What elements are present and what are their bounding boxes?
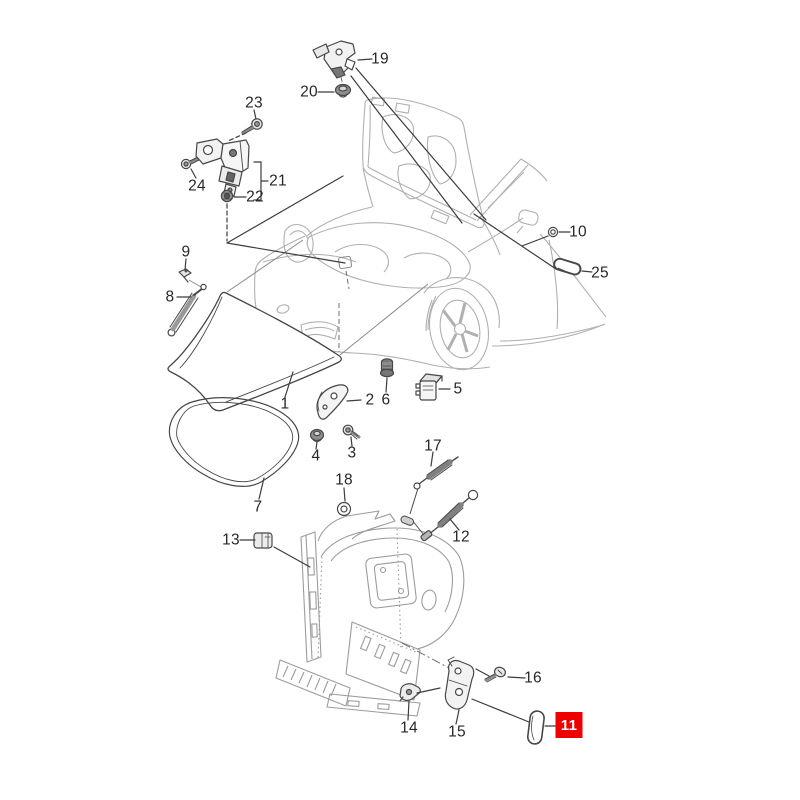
- part-label-21: 21: [269, 172, 287, 190]
- part-glyphs: [167, 40, 582, 745]
- part-label-13: 13: [222, 531, 240, 549]
- leader-line-part-24: [190, 168, 197, 179]
- leader-line-part-19: [350, 75, 463, 224]
- leader-line-part-6: [385, 377, 388, 393]
- part-10-ring-glyph: [547, 226, 559, 238]
- trunk-lid-drawing: [362, 96, 501, 256]
- leader-line-part-19: [357, 58, 373, 61]
- dashed-alignment-lines: [338, 76, 350, 352]
- part-label-25: 25: [591, 264, 609, 282]
- part-label-2: 2: [365, 391, 375, 409]
- part-label-15: 15: [448, 723, 466, 741]
- leader-line-part-2: [346, 399, 362, 402]
- leader-line-part-7: [258, 477, 265, 500]
- part-label-3: 3: [347, 444, 357, 462]
- part-label-22: 22: [246, 188, 264, 206]
- leader-line-part-16: [507, 676, 526, 679]
- part-25-pad-glyph: [553, 257, 582, 276]
- part-label-20: 20: [300, 83, 318, 101]
- part-label-18: 18: [335, 471, 353, 489]
- leader-line-part-18: [343, 487, 346, 502]
- part-label-23: 23: [245, 94, 263, 112]
- part-13-clip-glyph: [253, 532, 273, 549]
- part-18-grommet-glyph: [336, 501, 352, 517]
- part-15-bracket-glyph: [444, 656, 475, 710]
- part-23-bolt-glyph: [241, 118, 263, 135]
- leader-line-part-12: [449, 518, 460, 531]
- part-17-cable-glyph: [413, 456, 459, 490]
- part-6-buffer-glyph: [379, 358, 395, 378]
- part-22-nut-glyph: [220, 189, 234, 203]
- part-label-9: 9: [181, 243, 191, 261]
- part-16-bolt-glyph: [484, 666, 507, 683]
- part-label-8: 8: [165, 288, 175, 306]
- part-12-cable-glyph: [420, 489, 479, 542]
- part-14-clip-glyph: [399, 683, 421, 702]
- part-label-7: 7: [253, 498, 263, 516]
- leader-line-part-25: [581, 270, 593, 273]
- leader-line-part-10: [521, 235, 549, 247]
- part-1-hood-glyph: [167, 291, 342, 412]
- part-8-strut-glyph: [167, 283, 207, 337]
- leader-line-part-9: [184, 258, 187, 271]
- leader-line-part-21: [226, 242, 346, 264]
- body-structure-drawing: [275, 510, 465, 717]
- leader-line-part-15: [471, 698, 530, 723]
- part-label-12: 12: [452, 528, 470, 546]
- part-label-16: 16: [524, 669, 542, 687]
- dash-dot-line: [401, 642, 452, 670]
- part-2-bracket-glyph: [316, 384, 349, 420]
- leader-line-part-21: [226, 175, 344, 244]
- leader-line-part-14: [416, 687, 441, 694]
- leader-line-part-16: [475, 668, 490, 677]
- leader-line-part-17: [430, 451, 434, 467]
- leader-line-part-3: [350, 436, 353, 447]
- front-wheel-drawing: [425, 287, 489, 371]
- part-20-grommet-glyph: [334, 83, 352, 98]
- alignment-lines: [188, 239, 429, 356]
- part-label-1: 1: [280, 395, 290, 413]
- cable-connector-lines: [400, 484, 425, 536]
- part-label-14: 14: [400, 719, 418, 737]
- part-7-seal-glyph: [168, 397, 300, 487]
- part-label-6: 6: [381, 391, 391, 409]
- leader-line-part-25: [473, 213, 557, 270]
- part-label-17: 17: [424, 437, 442, 455]
- part-5-box-glyph: [415, 373, 443, 401]
- part-4-grommet-glyph: [309, 428, 325, 442]
- leader-line-part-15: [455, 709, 460, 725]
- part-3-bolt-glyph: [342, 424, 361, 440]
- part-label-5: 5: [453, 380, 463, 398]
- part-label-24: 24: [188, 177, 206, 195]
- leader-line-part-23: [227, 132, 247, 142]
- part-19-hinge-glyph: [312, 40, 356, 79]
- leader-line-part-4: [315, 441, 318, 450]
- part-11-pad-glyph: [526, 710, 545, 745]
- part-label-10: 10: [569, 223, 587, 241]
- leader-line-part-23: [253, 109, 257, 120]
- part-9-clip-glyph: [178, 268, 192, 283]
- part-label-4: 4: [311, 447, 321, 465]
- part-label-11-highlighted: 11: [555, 712, 583, 738]
- part-label-19: 19: [371, 50, 389, 68]
- leader-line-part-13: [273, 546, 311, 568]
- leader-line-part-1: [284, 371, 294, 398]
- leader-line-part-19: [355, 67, 487, 221]
- leader-line-part-14: [407, 700, 410, 721]
